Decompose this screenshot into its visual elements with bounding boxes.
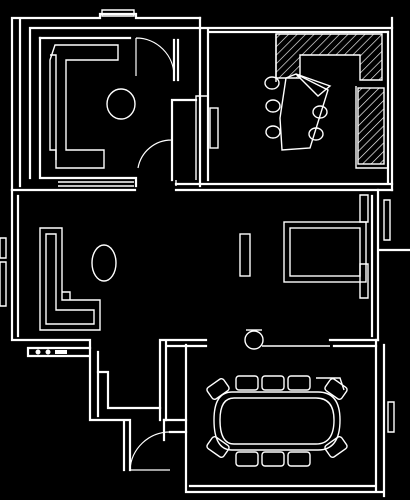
side-table: [244, 330, 264, 350]
chair: [261, 451, 285, 467]
exterior-walls: [10, 12, 410, 498]
sofa: [39, 227, 101, 331]
chair: [235, 451, 259, 467]
sideboard: [209, 107, 219, 149]
stool: [265, 125, 281, 139]
chair: [287, 375, 311, 391]
stool: [312, 105, 328, 119]
round-table: [106, 88, 136, 120]
bed: [49, 44, 119, 169]
dining-table: [213, 391, 341, 451]
stool: [264, 76, 280, 90]
kitchen-counter-top: [275, 33, 383, 81]
stool: [308, 127, 324, 141]
bedroom: [38, 36, 198, 188]
kitchen-counter-right: [357, 87, 385, 165]
stool: [265, 99, 281, 113]
chair: [206, 436, 230, 458]
entry-hall: [96, 370, 188, 471]
coffee-table: [91, 244, 117, 282]
chair: [287, 451, 311, 467]
kitchen-stools: [264, 76, 328, 141]
floor-lamp: [239, 233, 251, 277]
living-room: [26, 180, 380, 422]
chair: [324, 436, 348, 458]
dining-room: [206, 375, 348, 467]
windows: [0, 9, 395, 433]
chair: [261, 375, 285, 391]
dining-chairs: [206, 375, 348, 467]
kitchen: [195, 33, 388, 180]
tv-cabinet: [283, 221, 367, 283]
bedroom-door: [135, 37, 175, 77]
chair: [324, 378, 348, 400]
chair: [235, 375, 259, 391]
chair: [206, 378, 230, 400]
